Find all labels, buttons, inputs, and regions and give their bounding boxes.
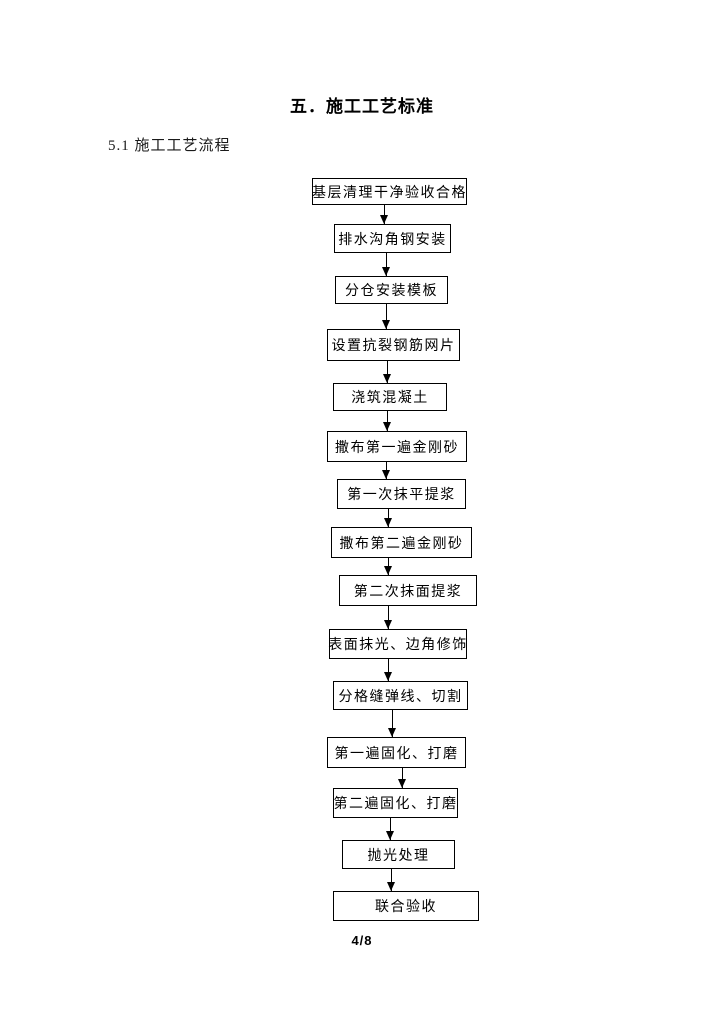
flow-step-2: 排水沟角钢安装 xyxy=(334,224,451,253)
arrow-head-icon xyxy=(380,215,388,224)
arrow-head-icon xyxy=(383,374,391,383)
section-title: 五．施工工艺标准 xyxy=(290,97,434,116)
flow-step-3: 分仓安装模板 xyxy=(335,276,448,304)
flow-step-label: 联合验收 xyxy=(375,900,437,915)
flow-step-8: 撒布第二遍金刚砂 xyxy=(331,527,472,558)
arrow-down-icon xyxy=(383,361,391,383)
arrow-down-icon xyxy=(384,659,392,681)
flow-step-5: 浇筑混凝土 xyxy=(333,383,447,411)
arrow-head-icon xyxy=(382,470,390,479)
arrow-down-icon xyxy=(388,710,396,737)
arrow-head-icon xyxy=(384,620,392,629)
flow-step-label: 第二遍固化、打磨 xyxy=(333,797,458,812)
arrow-head-icon xyxy=(384,672,392,681)
arrow-down-icon xyxy=(398,768,406,788)
flow-step-7: 第一次抹平提浆 xyxy=(337,479,466,509)
arrow-down-icon xyxy=(383,411,391,431)
arrow-head-icon xyxy=(386,831,394,840)
flow-step-label: 撒布第一遍金刚砂 xyxy=(335,440,459,456)
flow-step-1: 基层清理干净验收合格 xyxy=(312,178,467,205)
arrow-head-icon xyxy=(382,267,390,276)
arrow-head-icon xyxy=(388,728,396,737)
flow-step-4: 设置抗裂钢筋网片 xyxy=(327,329,460,361)
flow-step-label: 分仓安装模板 xyxy=(345,284,438,299)
flow-step-14: 抛光处理 xyxy=(342,840,455,869)
arrow-down-icon xyxy=(386,818,394,840)
flow-step-9: 第二次抹面提浆 xyxy=(339,575,477,606)
flow-step-13: 第二遍固化、打磨 xyxy=(333,788,458,818)
flow-step-label: 抛光处理 xyxy=(367,848,430,864)
flow-step-15: 联合验收 xyxy=(333,891,479,921)
flow-step-label: 基层清理干净验收合格 xyxy=(312,185,467,201)
arrow-down-icon xyxy=(387,869,395,891)
arrow-down-icon xyxy=(382,462,390,479)
flow-step-label: 表面抹光、边角修饰 xyxy=(328,638,468,653)
arrow-head-icon xyxy=(384,566,392,575)
arrow-head-icon xyxy=(382,320,390,329)
flow-step-label: 第一次抹平提浆 xyxy=(347,488,456,503)
arrow-down-icon xyxy=(382,253,390,276)
flow-step-label: 撒布第二遍金刚砂 xyxy=(339,536,464,552)
flow-step-label: 浇筑混凝土 xyxy=(351,391,429,406)
arrow-down-icon xyxy=(384,558,392,575)
flow-step-label: 第二次抹面提浆 xyxy=(353,584,463,600)
flow-step-label: 设置抗裂钢筋网片 xyxy=(331,339,456,354)
page-number: 4/8 xyxy=(351,933,373,948)
flow-step-10: 表面抹光、边角修饰 xyxy=(328,629,468,659)
arrow-down-icon xyxy=(384,606,392,629)
arrow-down-icon xyxy=(384,509,392,527)
arrow-down-icon xyxy=(380,205,388,224)
flow-step-6: 撒布第一遍金刚砂 xyxy=(327,431,467,462)
flow-step-label: 分格缝弹线、切割 xyxy=(338,689,463,705)
arrow-head-icon xyxy=(383,422,391,431)
arrow-head-icon xyxy=(398,779,406,788)
arrow-down-icon xyxy=(382,304,390,329)
flow-step-label: 第一遍固化、打磨 xyxy=(334,746,459,762)
arrow-head-icon xyxy=(387,882,395,891)
flow-step-label: 排水沟角钢安装 xyxy=(338,232,447,248)
arrow-head-icon xyxy=(384,518,392,527)
flow-step-12: 第一遍固化、打磨 xyxy=(327,737,466,768)
flow-step-11: 分格缝弹线、切割 xyxy=(333,681,468,710)
subsection-title: 5.1 施工工艺流程 xyxy=(108,138,231,154)
